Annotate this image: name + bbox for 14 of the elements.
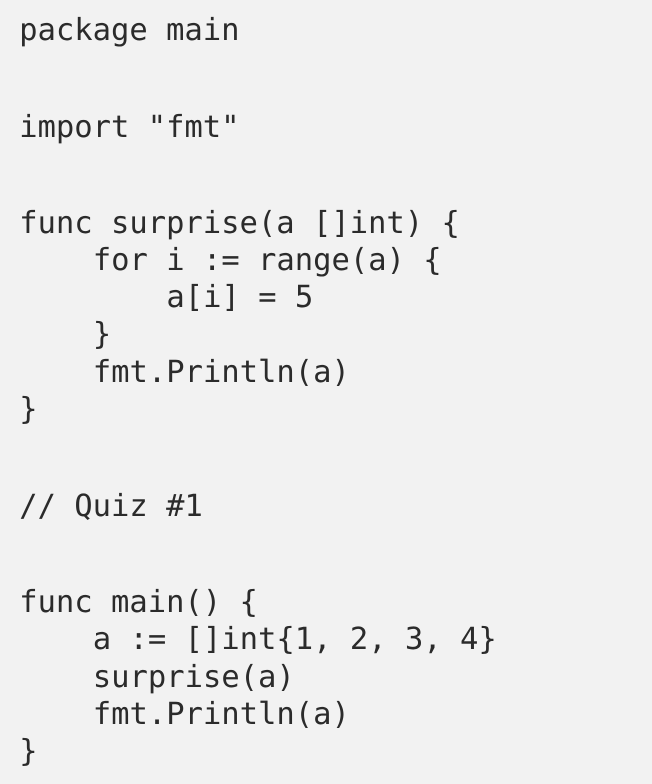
code-line: surprise(a) [96,664,288,694]
code-line: } [96,320,108,349]
code-line: import "fmt" [22,114,234,144]
code-line: // Quiz #1 [20,492,201,520]
code-line: a := []int{1, 2, 3, 4} [94,626,494,654]
code-line: func main() { [22,588,255,617]
code-line: } [22,396,34,424]
code-line: a[i] = 5 [168,284,311,312]
code-line: } [22,738,34,766]
code-line: fmt.Println(a) [96,358,344,386]
code-line: fmt.Println(a) [96,700,344,728]
code-line: package main [22,16,237,47]
code-line: for i := range(a) { [96,246,438,277]
code-line: func surprise(a []int) { [22,210,457,240]
